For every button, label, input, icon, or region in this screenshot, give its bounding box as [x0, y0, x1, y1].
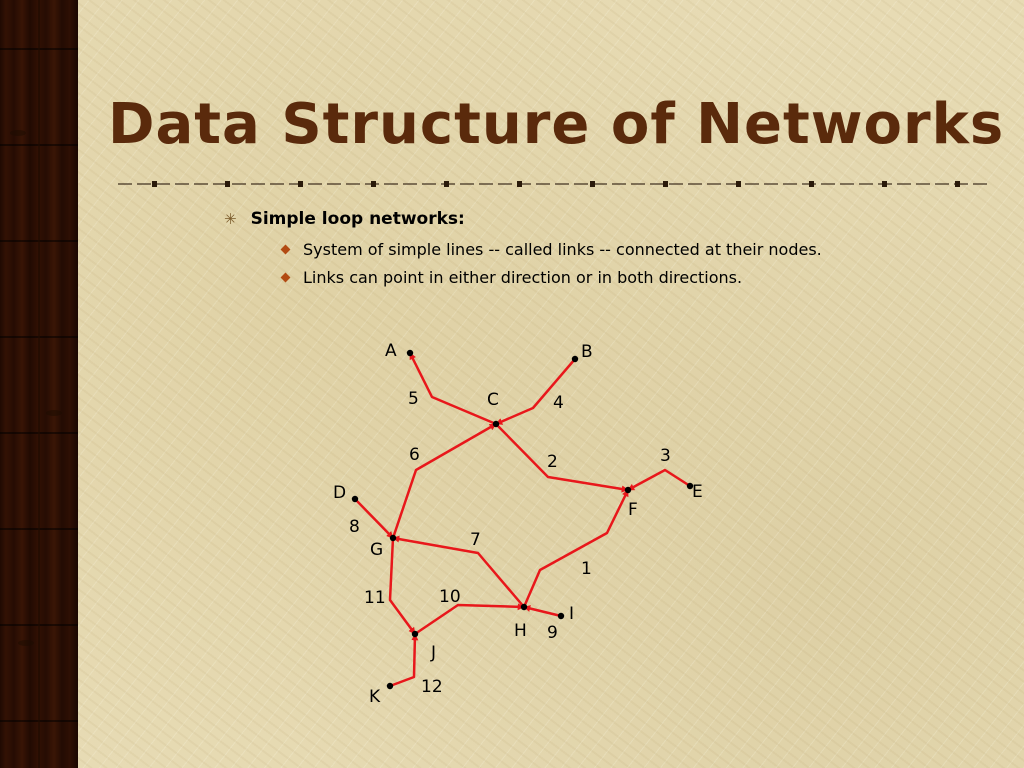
link-3-line: [627, 468, 691, 492]
divider-square: [882, 181, 887, 187]
link-1-line: [522, 489, 630, 608]
link-4-line: [495, 358, 576, 426]
link-12-line: [389, 633, 419, 688]
node-h-label: H: [514, 621, 527, 641]
node-a-label: A: [385, 341, 397, 361]
bullet-text: Simple loop networks:: [250, 209, 465, 229]
node-d-label: D: [333, 483, 346, 503]
divider-square: [590, 181, 595, 187]
node-c-dot: [492, 420, 500, 428]
link-5-label: 5: [408, 389, 419, 409]
subbullet-text: System of simple lines -- called links -…: [303, 240, 822, 259]
node-h-dot: [520, 603, 528, 611]
node-e-label: E: [692, 482, 703, 502]
link-8-line: [354, 498, 394, 539]
title-divider: [118, 181, 987, 187]
divider-square: [663, 181, 668, 187]
link-10-line: [414, 603, 525, 636]
divider-square: [225, 181, 230, 187]
node-g-dot: [389, 534, 397, 542]
link-9-line: [523, 605, 562, 618]
link-11-label: 11: [364, 588, 386, 608]
divider-square: [517, 181, 522, 187]
node-i-label: I: [569, 604, 574, 624]
node-a-dot: [406, 349, 414, 357]
node-d-dot: [351, 495, 359, 503]
link-8-label: 8: [349, 517, 360, 537]
slide-title: Data Structure of Networks: [108, 92, 1005, 157]
wood-seam: [38, 0, 40, 768]
asterisk-bullet-icon: ✳: [224, 210, 237, 228]
node-e-dot: [686, 482, 694, 490]
node-j-label: J: [430, 643, 436, 663]
node-k-dot: [386, 682, 394, 690]
node-c-label: C: [487, 390, 499, 410]
subbullet-1: System of simple lines -- called links -…: [280, 240, 822, 259]
link-7-line: [392, 535, 525, 608]
wood-knot: [18, 640, 34, 646]
node-i-dot: [557, 612, 565, 620]
divider-square: [736, 181, 741, 187]
link-11-line: [388, 537, 417, 635]
node-g-label: G: [370, 540, 383, 560]
link-9-label: 9: [547, 623, 558, 643]
wood-sidebar: [0, 0, 78, 768]
divider-square: [809, 181, 814, 187]
link-3-label: 3: [660, 446, 671, 466]
link-4-label: 4: [553, 393, 564, 413]
node-b-label: B: [581, 342, 593, 362]
bullet-simple-loop: ✳ Simple loop networks:: [224, 209, 465, 229]
link-10-label: 10: [439, 587, 461, 607]
divider-square: [152, 181, 157, 187]
node-f-label: F: [628, 500, 638, 520]
node-f-dot: [624, 486, 632, 494]
subbullet-text: Links can point in either direction or i…: [303, 268, 743, 287]
link-2-line: [495, 423, 629, 493]
wood-knot: [46, 410, 62, 416]
node-k-label: K: [369, 687, 381, 707]
link-5-line: [408, 352, 497, 426]
wood-knot: [10, 130, 26, 136]
divider-square: [444, 181, 449, 187]
divider-square: [298, 181, 303, 187]
link-7-label: 7: [470, 530, 481, 550]
link-1-label: 1: [581, 559, 592, 579]
link-6-label: 6: [409, 445, 420, 465]
divider-square: [371, 181, 376, 187]
link-6-line: [391, 422, 497, 539]
link-12-label: 12: [421, 677, 443, 697]
subbullet-2: Links can point in either direction or i…: [280, 268, 742, 287]
node-b-dot: [571, 355, 579, 363]
link-2-label: 2: [547, 452, 558, 472]
divider-square: [955, 181, 960, 187]
node-j-dot: [411, 630, 419, 638]
